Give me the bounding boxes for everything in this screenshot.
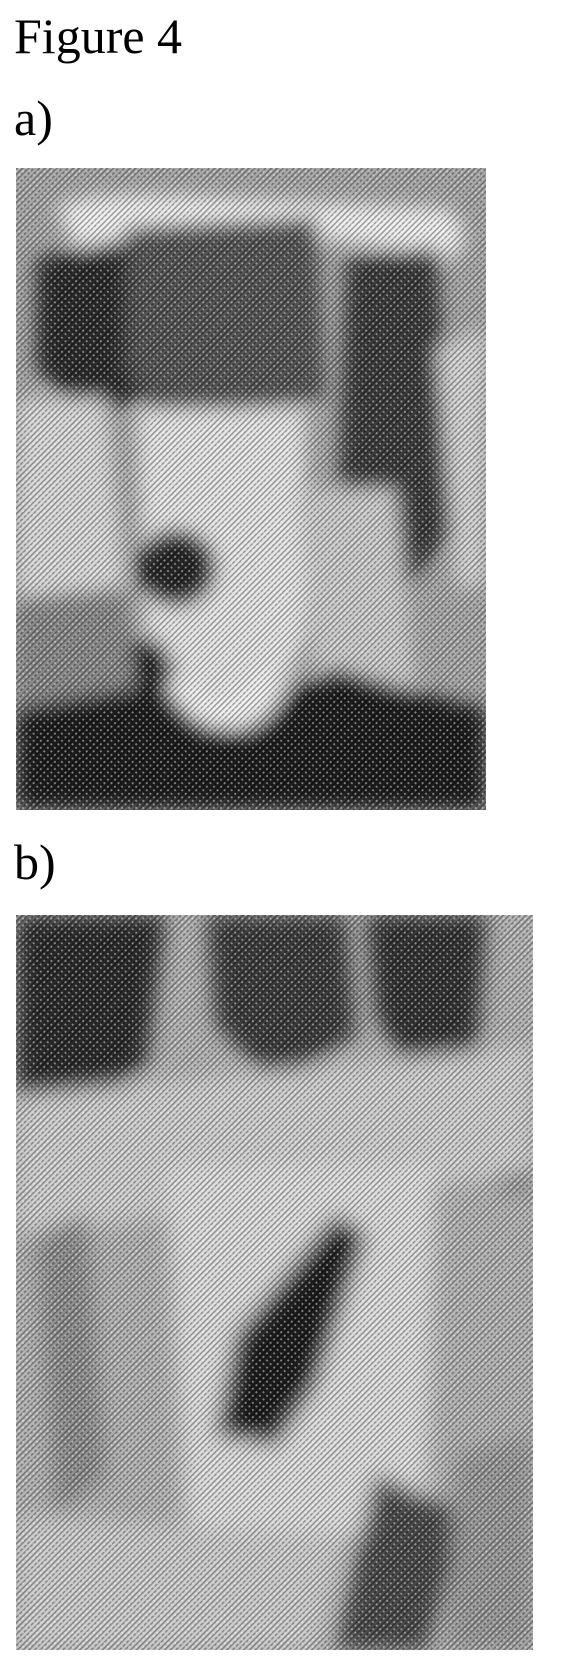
- panel-a-photo: [16, 168, 486, 810]
- panel-label-a: a): [14, 88, 53, 148]
- halftone-photo-icon: [16, 915, 533, 1650]
- figure-title: Figure 4: [14, 4, 182, 68]
- panel-b-photo: [16, 915, 533, 1650]
- halftone-photo-icon: [16, 168, 486, 810]
- panel-label-b: b): [14, 832, 56, 892]
